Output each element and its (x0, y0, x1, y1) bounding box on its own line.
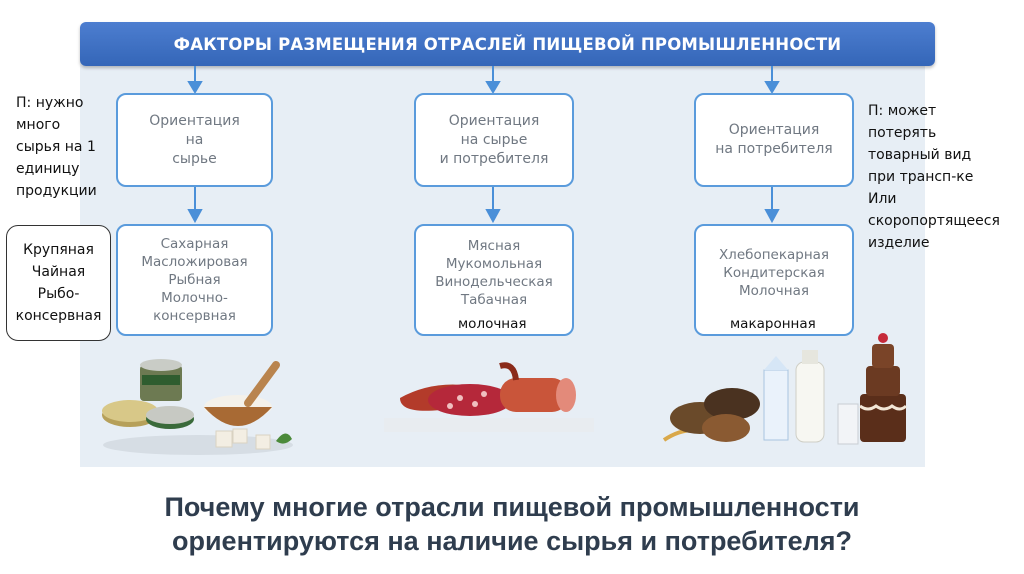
canned-food-and-sugar-illustration (102, 359, 293, 455)
industries-consumer-box: Хлебопекарная Кондитерская Молочная (694, 224, 854, 336)
sausages-illustration (384, 362, 594, 432)
extra-industry-pasta: макаронная (728, 316, 818, 332)
left-callout: Крупяная Чайная Рыбо- консервная (6, 225, 111, 341)
left-note: П: нужно много сырья на 1 единицу продук… (16, 95, 97, 199)
question-text: Почему многие отрасли пищевой промышленн… (164, 492, 860, 556)
orientation-consumer-box: Ориентация на потребителя (694, 93, 854, 187)
page-title: ФАКТОРЫ РАЗМЕЩЕНИЯ ОТРАСЛЕЙ ПИЩЕВОЙ ПРОМ… (80, 22, 935, 66)
arrow-mid-3-head (764, 209, 780, 224)
bread-dairy-cake-illustration (662, 333, 908, 445)
arrow-mid-2-head (485, 209, 501, 224)
orientation-raw-consumer-box: Ориентация на сырье и потребителя (414, 93, 574, 187)
arrow-top-3-head (764, 81, 780, 94)
orientation-raw-box: Ориентация на сырье (116, 93, 273, 187)
arrow-mid-1-head (187, 209, 203, 224)
extra-industry-dairy: молочная (456, 316, 529, 332)
industries-raw-box: Сахарная Масложировая Рыбная Молочно- ко… (116, 224, 273, 336)
arrow-top-2-head (485, 81, 501, 94)
right-note: П: может потерять товарный вид при транс… (868, 103, 1000, 251)
arrow-top-1-head (187, 81, 203, 94)
